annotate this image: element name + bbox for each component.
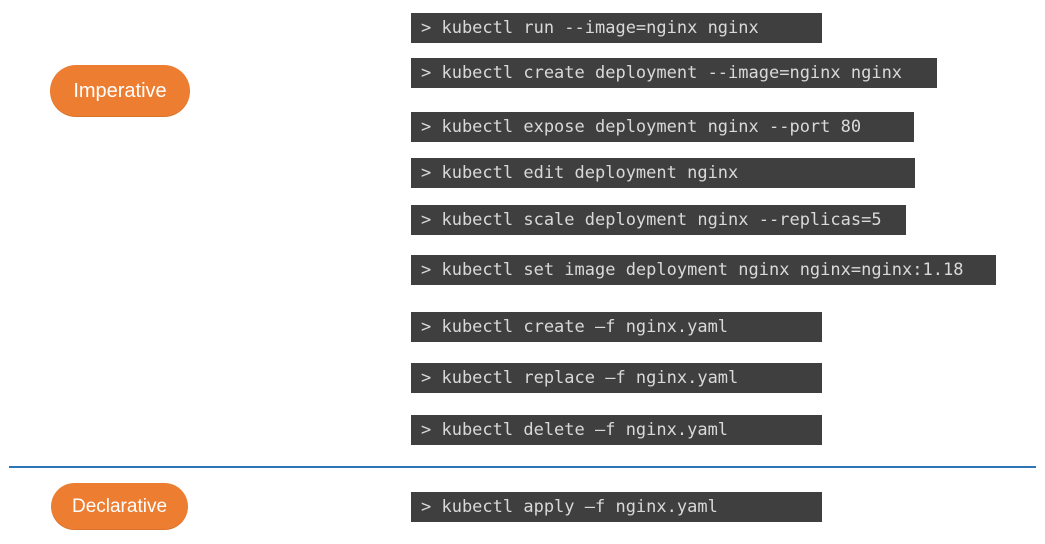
terminal-command-expose-deployment: > kubectl expose deployment nginx --port… [411, 112, 914, 142]
terminal-command-set-image: > kubectl set image deployment nginx ngi… [411, 255, 996, 285]
terminal-command-delete-file: > kubectl delete –f nginx.yaml [411, 415, 822, 445]
terminal-command-run: > kubectl run --image=nginx nginx [411, 13, 822, 43]
terminal-command-scale-deployment: > kubectl scale deployment nginx --repli… [411, 205, 906, 235]
imperative-label: Imperative [73, 79, 167, 102]
terminal-command-replace-file: > kubectl replace –f nginx.yaml [411, 363, 822, 393]
section-divider [9, 466, 1036, 468]
declarative-label: Declarative [71, 495, 168, 517]
terminal-command-apply-file: > kubectl apply –f nginx.yaml [411, 492, 822, 522]
terminal-command-create-file: > kubectl create –f nginx.yaml [411, 312, 822, 342]
declarative-label-pill: Declarative [51, 483, 188, 530]
terminal-command-create-deployment: > kubectl create deployment --image=ngin… [411, 58, 937, 88]
terminal-command-edit-deployment: > kubectl edit deployment nginx [411, 158, 915, 188]
imperative-label-pill: Imperative [50, 65, 190, 117]
